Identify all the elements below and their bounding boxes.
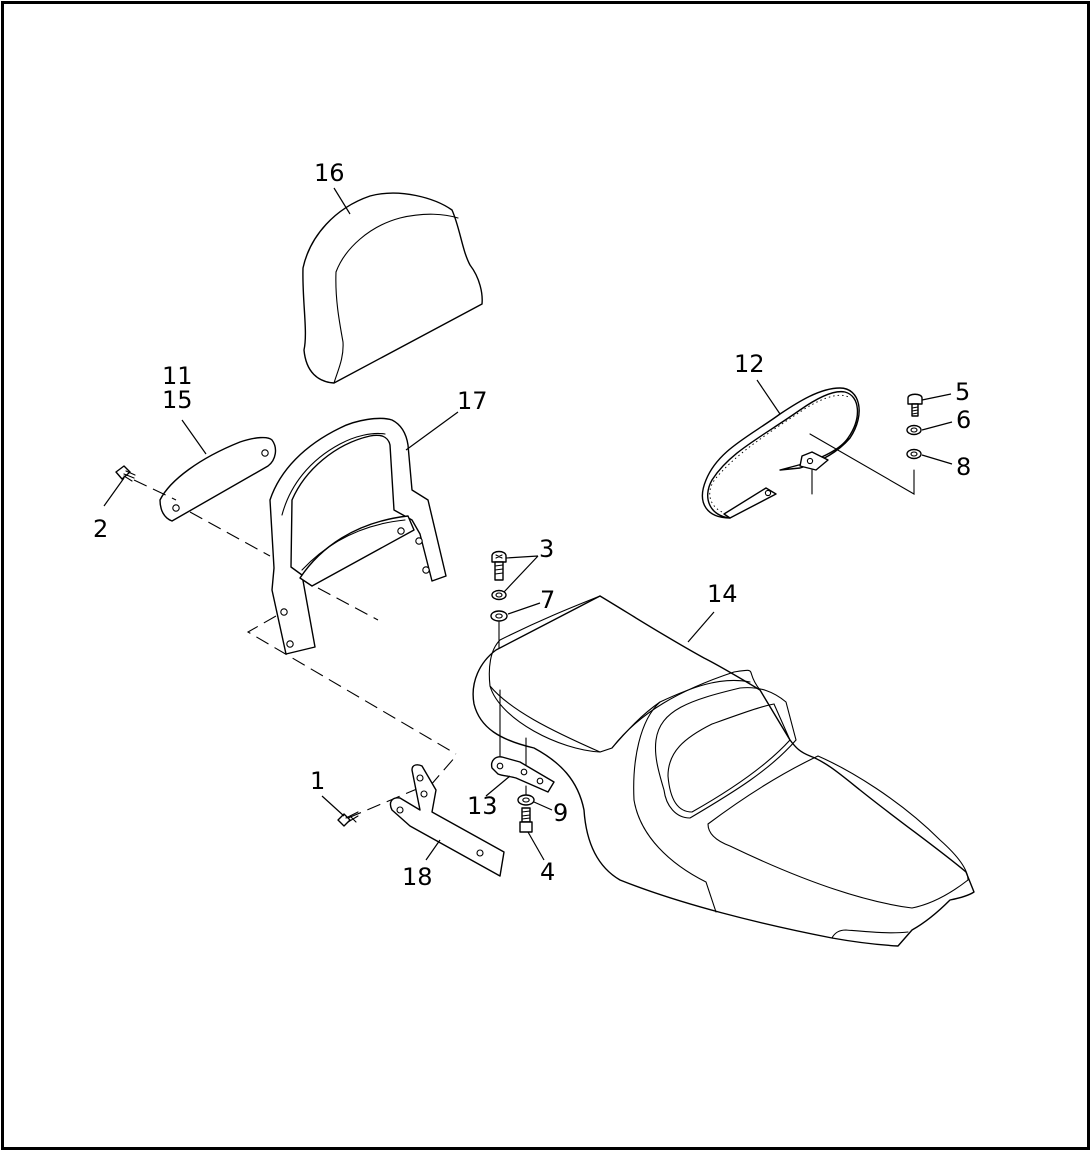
passenger-strap-part — [701, 387, 915, 519]
screw-part-2 — [115, 465, 136, 482]
bolt-part-5 — [907, 393, 923, 417]
callout-8: 8 — [956, 453, 971, 481]
callout-7: 7 — [540, 586, 555, 614]
washer-part-6 — [906, 424, 922, 436]
callout-11: 11 — [162, 362, 193, 390]
callout-14: 14 — [707, 580, 738, 608]
bolt-part-4 — [519, 807, 533, 833]
leader-lines — [103, 187, 953, 861]
screw-part-3 — [491, 550, 507, 601]
callout-6: 6 — [956, 406, 971, 434]
callout-12: 12 — [734, 350, 765, 378]
callout-3: 3 — [539, 535, 554, 563]
callout-16: 16 — [314, 159, 345, 187]
callout-9: 9 — [553, 799, 568, 827]
mounting-bracket-part — [389, 764, 505, 877]
callout-5: 5 — [955, 378, 970, 406]
callout-13: 13 — [467, 792, 498, 820]
callout-17: 17 — [457, 387, 488, 415]
washer-part-8 — [906, 448, 922, 460]
nut-part-9 — [517, 785, 535, 806]
screw-part-1 — [337, 811, 359, 827]
callout-1: 1 — [310, 767, 325, 795]
seat-part — [472, 595, 975, 947]
assembly-dashed-lines — [133, 479, 457, 819]
backrest-pad-part — [302, 192, 483, 384]
sissy-bar-upright-part — [269, 417, 447, 655]
callout-4: 4 — [540, 858, 555, 886]
callout-2: 2 — [93, 515, 108, 543]
callout-labels: 1 2 3 4 5 6 7 8 9 11 12 13 14 15 16 17 1… — [93, 159, 971, 891]
seat-bracket-part — [490, 689, 555, 793]
nut-part-7 — [490, 610, 508, 653]
callout-15: 15 — [162, 386, 193, 414]
callout-18: 18 — [402, 863, 433, 891]
side-plate-part — [159, 436, 277, 522]
